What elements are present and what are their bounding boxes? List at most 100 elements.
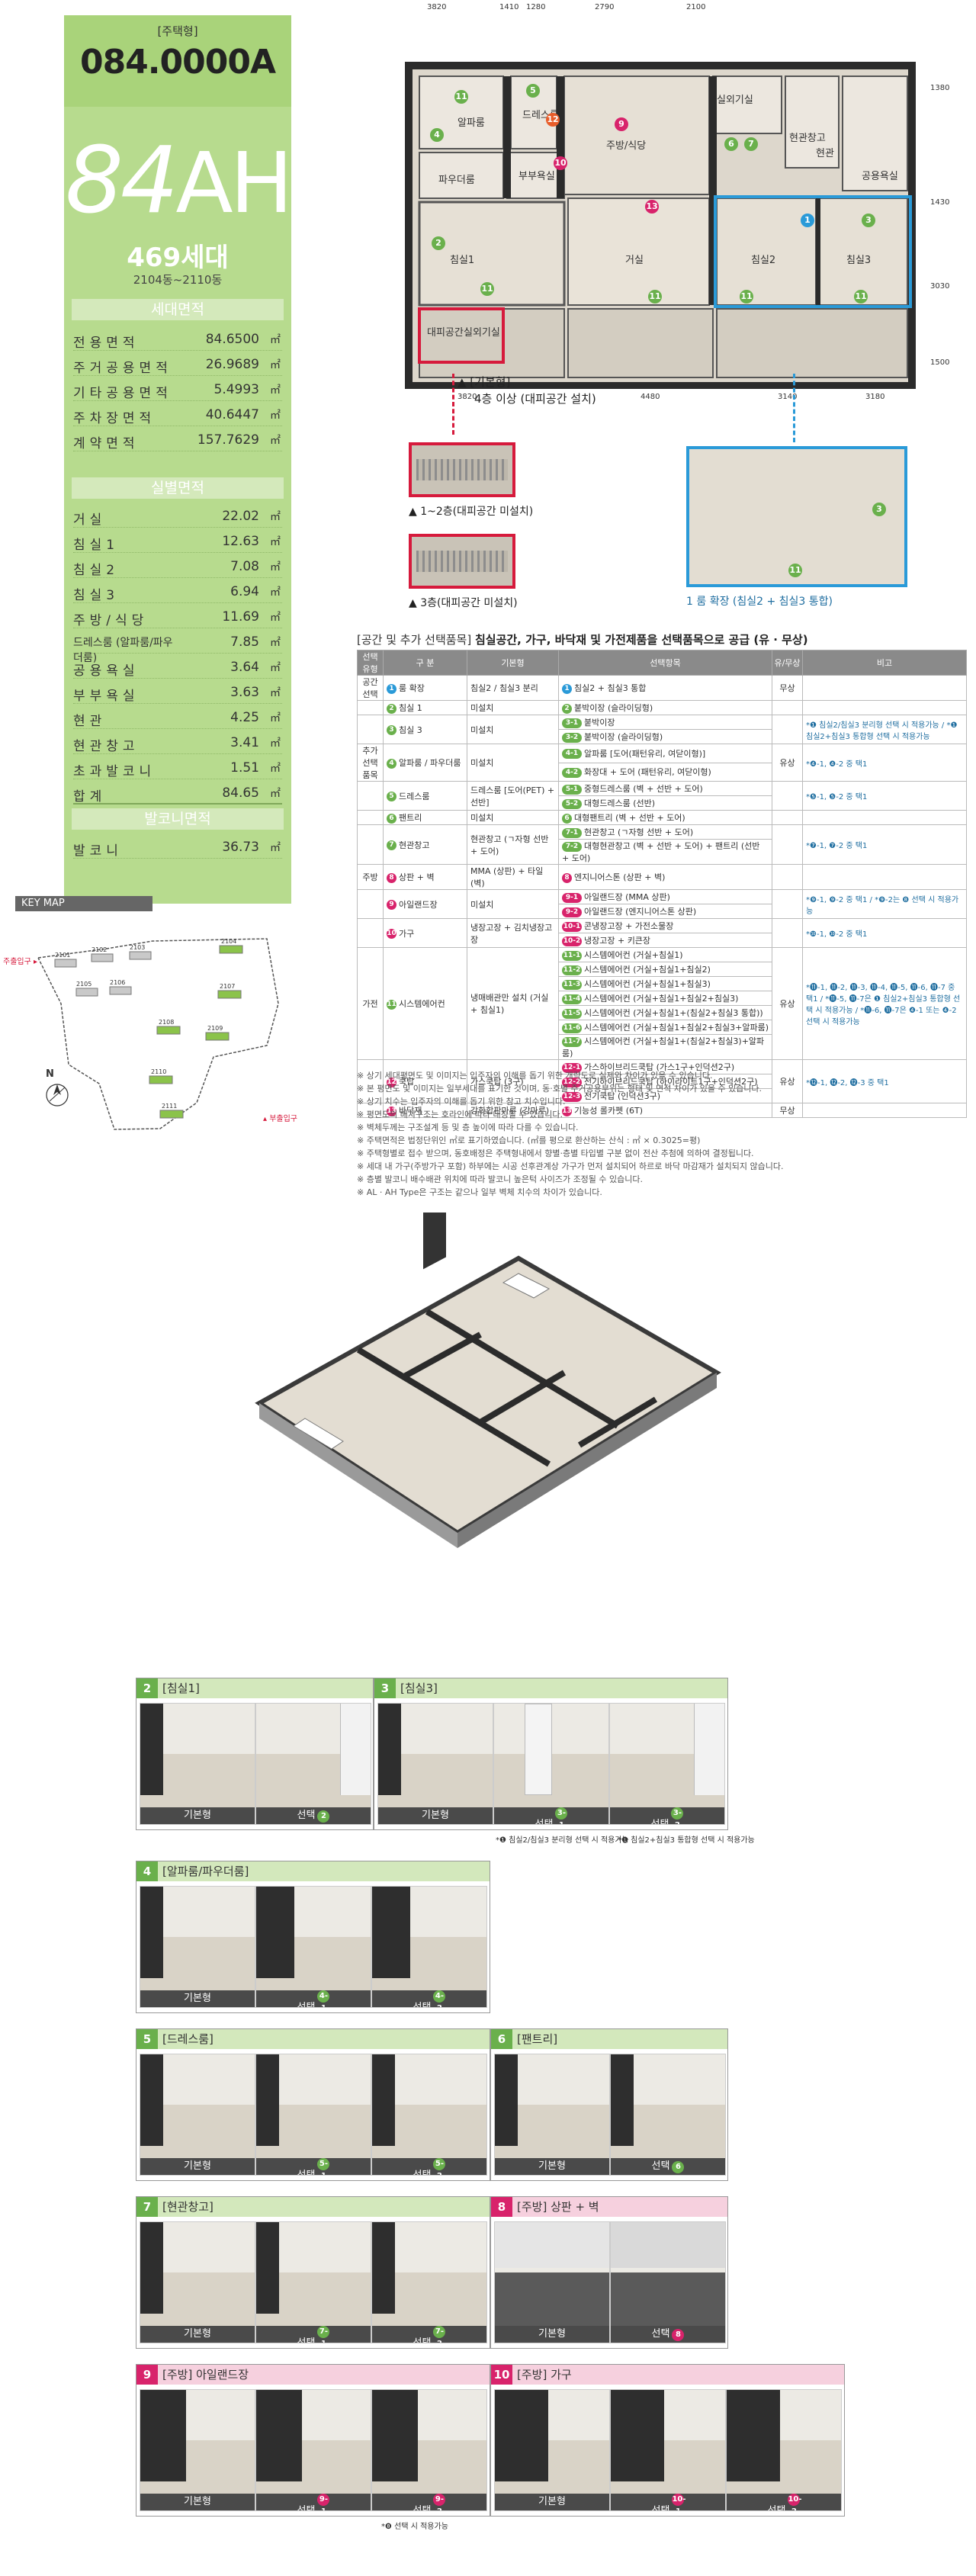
- option-item-number: 12: [387, 1077, 396, 1087]
- option-item-number: 7: [387, 840, 396, 850]
- thumb-island-opt9-1[interactable]: 선택9-1: [255, 2389, 371, 2511]
- room-powder: 파우더룸: [438, 175, 475, 186]
- thumb-bed3-base[interactable]: 기본형: [377, 1703, 493, 1825]
- thumb-cap-text: 선택: [297, 2170, 316, 2176]
- thumb-cap-num: 4-2: [433, 1990, 446, 2007]
- mini-plan-1-2-pattern: [416, 459, 508, 480]
- dim-bot-4: 3180: [865, 393, 885, 401]
- thumb-dress-opt5-1[interactable]: 선택5-1: [255, 2054, 371, 2176]
- option-note: *⓬-1, ⓬-2, ⓬-3 중 택1: [802, 1059, 967, 1103]
- floorplan: 알파룸 파우더룸 침실1 부부욕실 드레스룸 주방/식당 거실 실외기실 현관창…: [404, 61, 923, 390]
- area-value: 6.94: [230, 584, 259, 599]
- keymap-building-label: 2111: [162, 1103, 177, 1110]
- option-base: 냉매배관만 설치 (거실 + 침실1): [467, 947, 559, 1060]
- thumb-countertop-base[interactable]: 기본형: [494, 2221, 610, 2343]
- thumb-alpha-opt4-2[interactable]: 선택4-2: [371, 1886, 487, 2008]
- option-item-label: 상판 + 벽: [399, 872, 435, 882]
- top-dimensions: 3820 1410 1280 2790 2100: [366, 3, 961, 14]
- thumb-num-furniture: 10: [491, 2365, 512, 2385]
- area-value: 26.9689: [205, 357, 259, 372]
- thumb-entry-opt7-2[interactable]: 선택7-2: [371, 2221, 487, 2343]
- plan-dot-3: 3: [862, 214, 875, 227]
- option-note: *❹-1, ❹-2 중 택1: [802, 744, 967, 782]
- option-choice-label: 아일랜드장 (엔지니어스톤 상판): [584, 907, 697, 917]
- thumb-furniture-opt10-1[interactable]: 선택10-1: [610, 2389, 726, 2511]
- plan-dot-6: 6: [724, 137, 738, 151]
- thumb-alpha-base[interactable]: 기본형: [140, 1886, 255, 2008]
- plan-dot-11e: 11: [648, 290, 662, 304]
- thumb-entry-opt7-1[interactable]: 선택7-1: [255, 2221, 371, 2343]
- option-item-label: 바닥재: [399, 1106, 422, 1116]
- option-note: [802, 810, 967, 825]
- room-utility: 실외기실: [717, 95, 753, 106]
- area-value: 7.85: [230, 634, 259, 650]
- thumb-furniture-opt10-2[interactable]: 선택10-2: [726, 2389, 842, 2511]
- keymap-building-label: 2101: [55, 952, 70, 959]
- option-pay: [772, 781, 803, 811]
- option-item-number: 10: [387, 929, 396, 939]
- thumb-island-opt9-2[interactable]: 선택9-2: [371, 2389, 487, 2511]
- thumb-island-base[interactable]: 기본형: [140, 2389, 255, 2511]
- option-choice-number: 9-1: [562, 892, 582, 903]
- option-choice-number: 4-2: [562, 767, 582, 778]
- area-value: 84.6500: [205, 332, 259, 347]
- area-label: 거실: [73, 512, 107, 528]
- thumb-dress-opt5-2[interactable]: 선택5-2: [371, 2054, 487, 2176]
- th-pay: 유/무상: [772, 650, 803, 676]
- bldg-2108: [156, 1026, 181, 1035]
- footnote-line: ※ 세대 내 가구(주방가구 포함) 하부에는 시공 선후관계상 가구가 먼저 …: [357, 1161, 784, 1171]
- keymap-building-label: 2107: [220, 983, 235, 990]
- thumb-section-kitchen-furniture: 10[주방] 가구 기본형 선택10-1 선택10-2: [490, 2364, 845, 2517]
- thumb-title-entry-storage: [현관창고]: [162, 2200, 214, 2214]
- bldg-2101: [54, 959, 77, 968]
- thumb-cap-num: 3-1: [555, 1807, 568, 1824]
- area-unit: ㎡: [270, 612, 281, 624]
- thumb-bed1-base[interactable]: 기본형: [140, 1703, 255, 1825]
- option-item-number: 4: [387, 758, 396, 769]
- area-label: 합계: [73, 789, 107, 805]
- dim-top-1: 3820: [427, 3, 447, 11]
- plan-dot-11a: 11: [454, 90, 468, 104]
- option-choice-number: 12-1: [562, 1062, 582, 1073]
- thumb-alpha-opt4-1[interactable]: 선택4-1: [255, 1886, 371, 2008]
- option-item-label: 시스템에어컨: [399, 999, 445, 1009]
- thumb-bed3-opt3-2[interactable]: 선택3-2: [609, 1703, 725, 1825]
- room-utility-2: 실외기실: [464, 327, 500, 339]
- thumb-furniture-base[interactable]: 기본형: [494, 2389, 610, 2511]
- area-label: 현관창고: [73, 739, 140, 754]
- footnote-line: ※ 상기 세대평면도 및 이미지는 입주자의 이해를 돕기 위한 개략도로 실제…: [357, 1071, 713, 1081]
- thumb-pantry-base[interactable]: 기본형: [494, 2054, 610, 2176]
- option-base: 침실2 / 침실3 분리: [467, 675, 559, 701]
- options-table-header: 선택 유형 구 분 기본형 선택항목 유/무상 비고: [357, 650, 967, 676]
- thumb-cap-text: 선택: [413, 2337, 432, 2343]
- thumb-cap: 기본형: [140, 1807, 255, 1824]
- dim-bot-3: 3140: [778, 393, 798, 401]
- unit-info-panel: [주택형] 084.0000A 84AH 469세대 2104동~2110동 세…: [64, 15, 293, 904]
- actual-area-title: 실별면적: [72, 477, 284, 499]
- thumb-head-bed3: 3[침실3]: [374, 1678, 727, 1698]
- keymap-title: KEY MAP: [15, 896, 152, 911]
- area-label: 침실1: [73, 538, 120, 553]
- thumb-head-entry-storage: 7[현관창고]: [136, 2197, 490, 2217]
- option-choice-number: 11-2: [562, 965, 582, 975]
- thumb-entry-base[interactable]: 기본형: [140, 2221, 255, 2343]
- thumb-num-bed1: 2: [136, 1678, 158, 1698]
- room-entry-storage: 현관창고: [789, 133, 826, 144]
- option-note: [802, 864, 967, 890]
- island-footnote: *❽ 선택 시 적용가능: [381, 2523, 448, 2531]
- option-choice-number: 11-5: [562, 1008, 582, 1019]
- thumb-dress-base[interactable]: 기본형: [140, 2054, 255, 2176]
- thumb-bed3-opt3-1[interactable]: 선택3-1: [493, 1703, 609, 1825]
- option-item-label: 침실 3: [399, 724, 422, 735]
